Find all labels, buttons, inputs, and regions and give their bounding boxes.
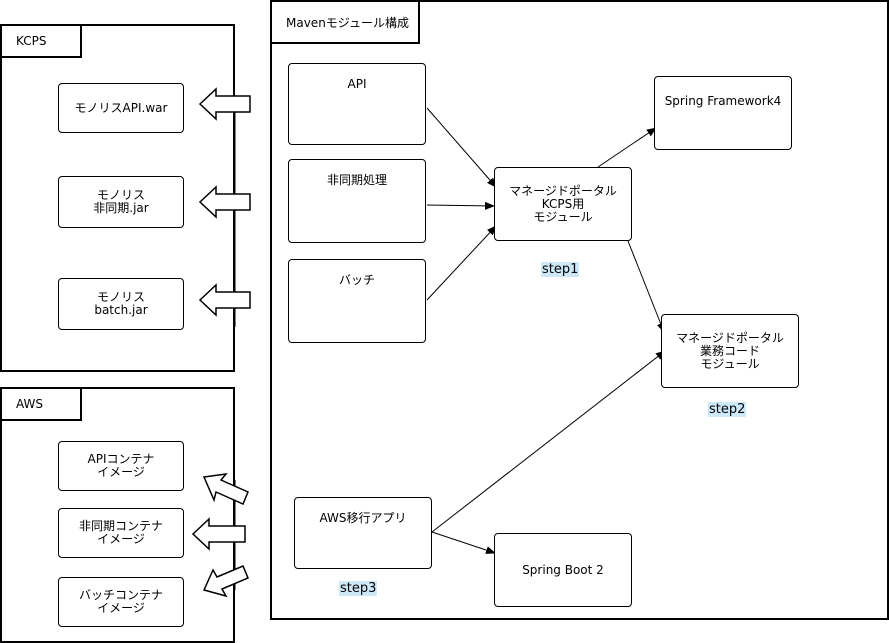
block-arrow-down-left xyxy=(202,565,249,598)
step1-label: step1 xyxy=(541,262,580,277)
edge-batch-to-portal-kcps xyxy=(426,225,497,301)
maven-title: Mavenモジュール構成 xyxy=(270,0,420,44)
kcps-item-monolith-async: モノリス 非同期.jar xyxy=(58,176,184,228)
edge-async-to-portal-kcps xyxy=(426,201,495,210)
kcps-item-monolith-batch: モノリス batch.jar xyxy=(58,278,184,330)
aws-item-api-container: APIコンテナ イメージ xyxy=(58,441,184,491)
node-spring-framework: Spring Framework4 xyxy=(654,76,792,150)
aws-item-batch-container: バッチコンテナ イメージ xyxy=(58,577,184,627)
edge-portal-kcps-to-spring-framework xyxy=(597,127,657,168)
edge-aws-app-to-portal-business xyxy=(431,350,666,533)
node-portal-business: マネージドポータル 業務コード モジュール xyxy=(661,314,799,388)
aws-item-async-container: 非同期コンテナ イメージ xyxy=(58,508,184,558)
step3-label: step3 xyxy=(339,581,378,596)
edge-api-to-portal-kcps xyxy=(426,107,497,188)
node-aws-app: AWS移行アプリ xyxy=(294,497,432,569)
kcps-panel: KCPS モノリスAPI.war モノリス 非同期.jar モノリス batch… xyxy=(0,24,235,372)
aws-title: AWS xyxy=(0,387,82,421)
edge-aws-app-to-spring-boot xyxy=(431,531,496,554)
block-arrow-left xyxy=(198,185,251,219)
aws-panel: AWS APIコンテナ イメージ 非同期コンテナ イメージ バッチコンテナ イメ… xyxy=(0,387,235,643)
block-arrow-up-left xyxy=(202,472,249,505)
step2-label: step2 xyxy=(708,402,747,417)
node-batch: バッチ xyxy=(288,259,426,343)
block-arrow-left xyxy=(191,517,246,551)
node-async: 非同期処理 xyxy=(288,159,426,243)
node-portal-kcps: マネージドポータル KCPS用 モジュール xyxy=(494,167,632,241)
kcps-item-monolith-api: モノリスAPI.war xyxy=(58,83,184,133)
node-api: API xyxy=(288,63,426,145)
block-arrow-left xyxy=(198,283,251,317)
edge-portal-kcps-to-portal-business xyxy=(627,240,665,333)
node-spring-boot: Spring Boot 2 xyxy=(494,533,632,607)
block-arrow-left xyxy=(198,87,251,121)
kcps-title: KCPS xyxy=(0,24,82,58)
